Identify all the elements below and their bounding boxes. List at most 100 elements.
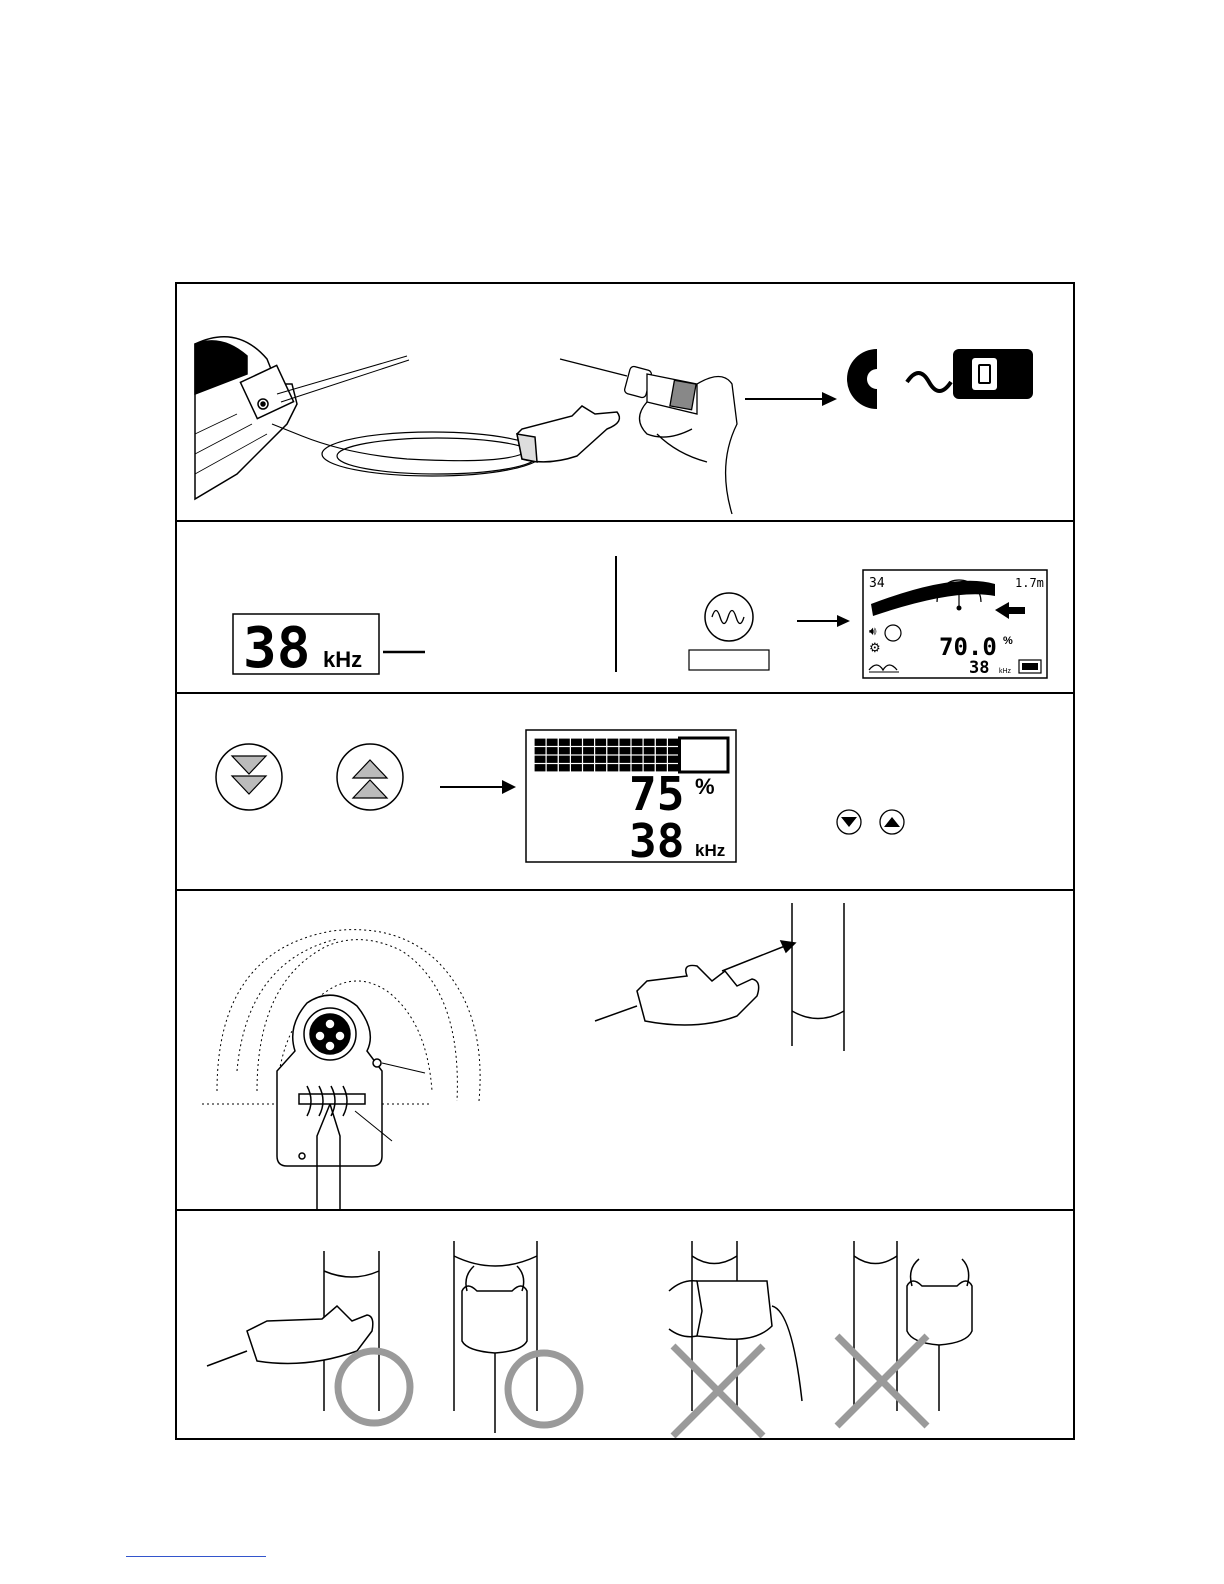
example-wrong-1 [669, 1241, 802, 1436]
instruction-frame: 38 kHz 34 1.7m [175, 282, 1075, 1440]
arrow-right-icon [440, 780, 516, 794]
display-gain-value: 70.0 [939, 633, 997, 661]
gain-bar-segment [680, 756, 691, 763]
freq-lcd: 38 kHz [233, 614, 425, 681]
gain-bar-segment [717, 747, 728, 754]
gain-bar-segment [547, 739, 558, 746]
gear-icon: ⚙︎ [869, 640, 881, 655]
display-freq-unit: kHz [999, 668, 1012, 675]
gain-bar-segment [620, 756, 631, 763]
example-correct-1 [207, 1251, 410, 1423]
ok-circle-icon [338, 1351, 410, 1423]
gain-bar-segment [607, 764, 618, 771]
gain-bar-segment [547, 764, 558, 771]
ng-cross-icon [673, 1346, 763, 1436]
connect-clamp-illustration [177, 284, 1073, 522]
gain-bar-segment [656, 739, 667, 746]
gain-bar-segment [559, 739, 570, 746]
speaker-icon: 🔊︎ [869, 624, 877, 638]
gain-bar-segment [571, 739, 582, 746]
gain-bar-segment [680, 739, 691, 746]
gain-bar-segment [595, 764, 606, 771]
gain-bar-segment [680, 747, 691, 754]
gain-bar-segment [668, 747, 679, 754]
gain-bar-segment [692, 739, 703, 746]
display-top-right: 1.7m [1015, 576, 1044, 590]
gain-bar-segment [547, 756, 558, 763]
gain-bar-segment [583, 747, 594, 754]
display-gain-unit: % [1003, 635, 1013, 647]
gain-bar-segment [632, 747, 643, 754]
gain-bar-segment [559, 764, 570, 771]
small-down-arrow-icon [837, 810, 861, 834]
gain-bar-segment [668, 756, 679, 763]
gain-bar-segment [632, 739, 643, 746]
gain-bar-segment [717, 739, 728, 746]
panel-gain: 75 % 38 kHz [177, 694, 1073, 891]
gain-bar-segment [571, 764, 582, 771]
gain-bar-segment [656, 756, 667, 763]
ng-cross-icon [837, 1336, 927, 1426]
panel-clamp-field [177, 891, 1073, 1211]
clamp-cable-drawing [272, 424, 542, 476]
gain-lcd: 75 % 38 kHz [526, 730, 736, 868]
gain-lcd-freq-value: 38 [629, 814, 684, 868]
gain-bar-segment [607, 739, 618, 746]
gain-bar-segment [595, 756, 606, 763]
gain-bar-segment [704, 764, 715, 771]
gain-bar-segment [571, 756, 582, 763]
panel-correct-usage [177, 1211, 1073, 1438]
clamp-field-illustration [177, 891, 1073, 1211]
gain-bar-segment [535, 747, 546, 754]
gain-bar-segment [717, 764, 728, 771]
example-correct-2 [454, 1241, 580, 1433]
example-wrong-2 [837, 1241, 972, 1426]
gain-bar-segment [656, 747, 667, 754]
sine-wave-button-icon [689, 593, 769, 670]
gain-bar-segment [607, 756, 618, 763]
gain-bar-segment [535, 756, 546, 763]
double-up-arrow-icon [337, 744, 403, 810]
gain-bar-segment [607, 747, 618, 754]
clamp-on-pipe-drawing [595, 903, 844, 1051]
gain-bar-segment [571, 747, 582, 754]
button-label-box [689, 650, 769, 670]
footer-link-underline[interactable] [126, 1556, 266, 1557]
gain-lcd-freq-unit: kHz [695, 841, 725, 860]
receiver-display: 34 1.7m 🔊︎ ⚙︎ 70.0 % 38 kHz [863, 570, 1047, 678]
arrow-right-icon [745, 392, 837, 406]
double-down-arrow-icon [216, 744, 282, 810]
gain-bar-segment [704, 739, 715, 746]
correct-usage-illustration [177, 1211, 1073, 1438]
gain-bar-segment [595, 747, 606, 754]
gain-bar-segment [559, 756, 570, 763]
gain-bar-segment [644, 747, 655, 754]
gain-bar-segment [704, 747, 715, 754]
gain-bar-segment [583, 764, 594, 771]
gain-bar-segment [704, 756, 715, 763]
gain-bar-segment [717, 756, 728, 763]
frequency-illustration: 38 kHz 34 1.7m [177, 522, 1073, 694]
gain-illustration: 75 % 38 kHz [177, 694, 1073, 891]
ok-circle-icon [508, 1353, 580, 1425]
gain-bar-segment [644, 756, 655, 763]
gain-bar-segment [535, 739, 546, 746]
gain-bar-segment [583, 756, 594, 763]
panel-connect-clamp [177, 284, 1073, 522]
gain-bar-segment [692, 756, 703, 763]
gain-bar-segment [620, 747, 631, 754]
gain-bar-segment [692, 747, 703, 754]
gain-bar-segment [668, 739, 679, 746]
gain-bar-segment [632, 756, 643, 763]
gain-bar-segment [535, 764, 546, 771]
freq-lcd-value: 38 [243, 616, 310, 681]
freq-lcd-unit: kHz [323, 647, 362, 672]
gain-bar-segment [547, 747, 558, 754]
gain-lcd-unit: % [695, 774, 715, 799]
arrow-right-icon [797, 615, 850, 627]
small-up-arrow-icon [880, 810, 904, 834]
panel-frequency: 38 kHz 34 1.7m [177, 522, 1073, 694]
gain-bar-segment [583, 739, 594, 746]
gain-lcd-value: 75 [629, 767, 684, 821]
clamp-to-receiver-icon [847, 349, 1033, 409]
